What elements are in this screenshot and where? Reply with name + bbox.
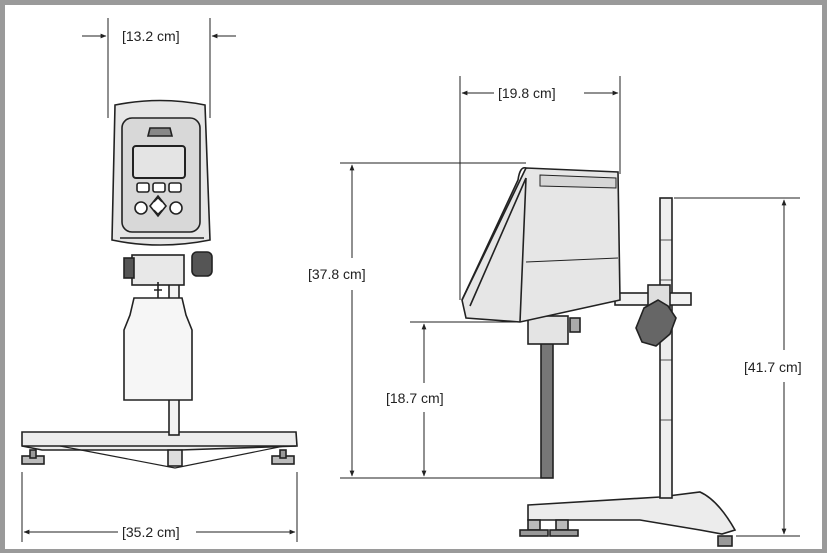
side-height-dimension (340, 162, 548, 479)
side-view-instrument (461, 166, 737, 547)
base-width-dimension (21, 472, 298, 542)
stand-height-label: [41.7 cm] (744, 359, 802, 375)
side-depth-label: [19.8 cm] (498, 85, 556, 101)
base-width-label: [35.2 cm] (122, 524, 180, 540)
spindle-height-dimension (410, 321, 520, 477)
side-height-label: [37.8 cm] (308, 266, 366, 282)
side-depth-dimension (459, 76, 621, 300)
front-width-dimension (82, 18, 236, 118)
front-width-label: [13.2 cm] (122, 28, 180, 44)
stand-height-dimension (674, 197, 800, 537)
spindle-height-label: [18.7 cm] (386, 390, 444, 406)
front-view-instrument (21, 99, 298, 469)
